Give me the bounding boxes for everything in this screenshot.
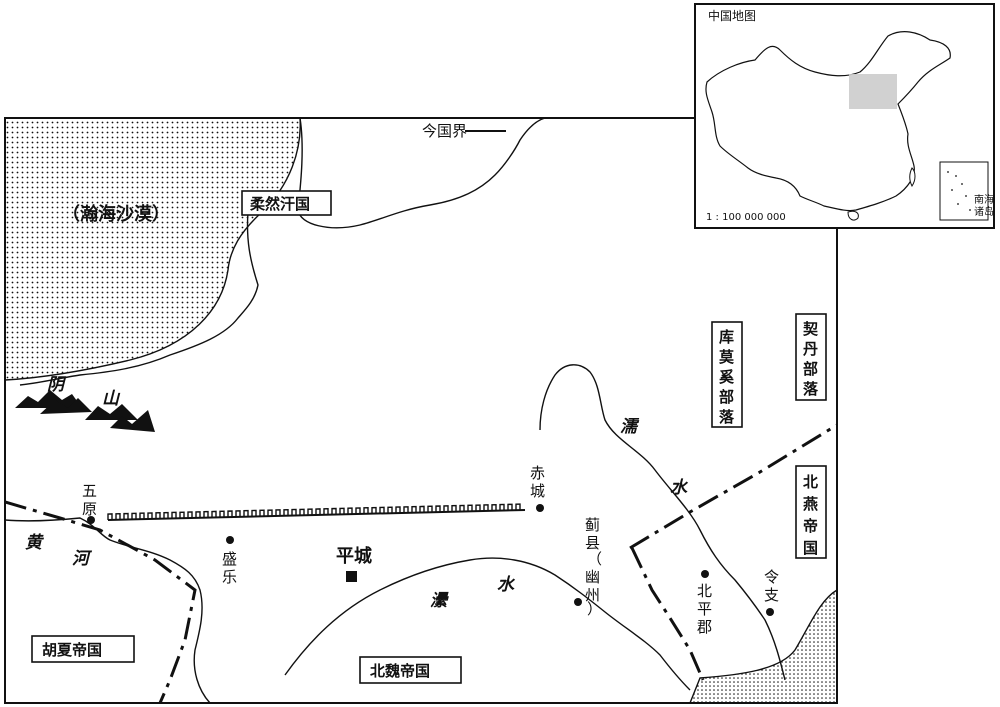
svg-text:契: 契 [802,320,819,338]
svg-text:库: 库 [719,328,734,346]
mountain-char-1: 阴 [47,375,67,395]
sea-area [689,589,837,703]
ru-river-label-1: 濡 [620,417,640,437]
beiyan-box [795,465,827,559]
svg-text:平城: 平城 [336,545,372,567]
svg-text:州: 州 [585,586,600,604]
desert-label: （瀚海沙漠） [62,203,170,225]
south-china-sea-islands [947,171,971,211]
qidan-label: 契 丹 部 落 [802,320,819,398]
lei-river-label-1: 㶟 [430,591,449,611]
inset-map: 中国地图 南海 诸岛 1 : 100 000 000 [694,3,995,229]
place-shengle: 盛 乐 [222,536,237,586]
beiwei-box [359,656,462,684]
svg-text:部: 部 [803,360,818,378]
svg-text:令: 令 [764,568,779,586]
place-jixian: 蓟 县 （ 幽 州 ） [574,516,602,618]
beiwei-east-border [630,547,705,681]
yinshan-mountains-icon [15,390,155,432]
ru-river-label-2: 水 [670,478,689,498]
great-wall [107,503,526,521]
place-beiping: 北 平 郡 [697,570,712,636]
beiyan-label: 北 燕 帝 国 [803,473,818,557]
kumoxi-box [711,321,743,428]
beiyan-border [629,423,837,550]
svg-text:乐: 乐 [222,568,237,586]
svg-text:幽: 幽 [585,568,600,586]
taiwan-island [909,167,916,187]
svg-text:部: 部 [719,388,734,406]
svg-text:莫: 莫 [719,348,735,366]
ru-river [539,364,786,681]
yellow-river [5,517,211,703]
svg-text:县: 县 [585,534,600,552]
place-wuyuan: 五 原 [82,482,97,524]
svg-text:落: 落 [719,408,735,426]
lei-river-label-2: 水 [497,575,516,595]
rouran-box [241,190,332,216]
northern-boundary [19,211,259,386]
qidan-box [795,313,827,401]
border-legend-label: 今国界 [422,122,467,140]
lei-river [284,557,691,691]
place-chicheng: 赤 城 [530,464,545,512]
place-pingcheng: 平城 [336,545,372,582]
svg-text:盛: 盛 [222,550,237,568]
yellow-river-label-1: 黄 [25,533,45,553]
huxia-border [5,500,197,703]
mountain-char-2: 山 [102,389,121,409]
svg-text:郡: 郡 [697,618,712,636]
svg-text:奚: 奚 [719,368,735,386]
svg-text:丹: 丹 [803,340,818,358]
scs-label-2: 诸岛 [974,205,994,218]
svg-text:（: （ [587,550,602,568]
svg-text:蓟: 蓟 [585,516,600,534]
svg-text:燕: 燕 [803,495,818,513]
svg-text:赤: 赤 [530,464,545,482]
svg-text:平: 平 [697,600,712,618]
svg-text:落: 落 [803,380,819,398]
desert-area [5,118,301,381]
svg-text:北: 北 [697,582,712,600]
inset-highlight [849,74,897,109]
svg-text:）: ） [587,600,602,618]
hainan-island [847,210,859,221]
yellow-river-label-2: 河 [72,549,93,569]
huxia-label: 胡夏帝国 [42,641,102,659]
inset-title: 中国地图 [708,8,756,23]
huxia-box [31,635,135,663]
svg-text:帝: 帝 [803,517,818,535]
kumoxi-label: 库 莫 奚 部 落 [719,328,735,426]
svg-text:城: 城 [530,482,545,500]
rouran-label: 柔然汗国 [250,195,310,213]
svg-text:国: 国 [803,539,818,557]
scs-label-1: 南海 [974,193,994,206]
svg-text:原: 原 [82,500,97,518]
svg-text:北: 北 [803,473,818,491]
inset-scale: 1 : 100 000 000 [706,212,786,223]
svg-text:支: 支 [764,586,779,604]
svg-text:五: 五 [82,482,97,500]
beiwei-label: 北魏帝国 [370,662,430,680]
place-lingzhi: 令 支 [764,568,779,616]
